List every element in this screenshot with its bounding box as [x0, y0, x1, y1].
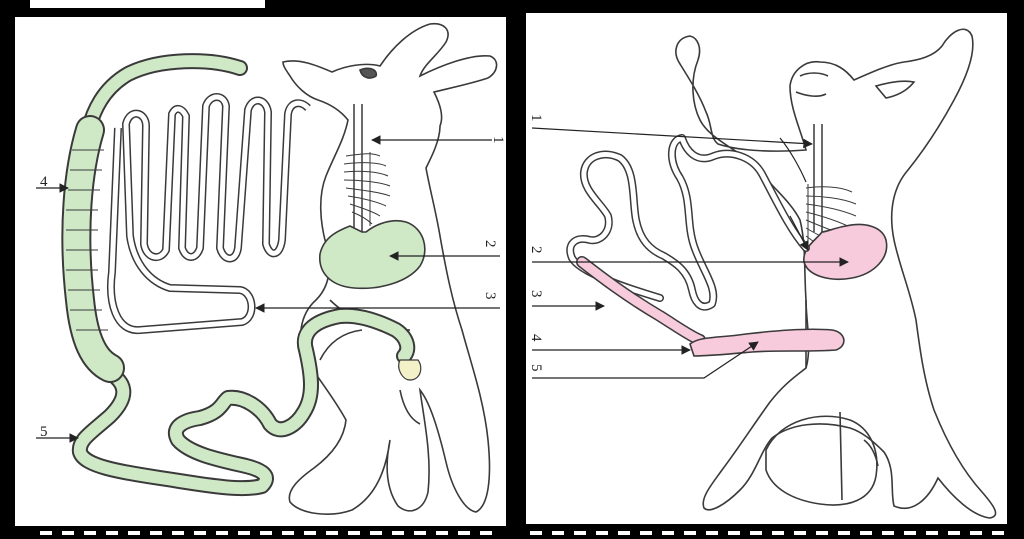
left-label-2: 2: [482, 240, 498, 248]
right-label-1: 1: [528, 114, 544, 122]
right-label-2: 2: [528, 246, 544, 254]
left-panel: 1 2 3 4 5: [14, 16, 507, 527]
left-label-4: 4: [40, 174, 48, 190]
top-tab: [30, 0, 265, 8]
left-label-1: 1: [490, 136, 506, 144]
right-label-5: 5: [528, 364, 544, 372]
right-panel: 1 2 3 4 5: [525, 12, 1008, 525]
left-label-3: 3: [482, 292, 498, 300]
left-label-5: 5: [40, 424, 48, 440]
right-label-3: 3: [528, 290, 544, 298]
right-label-4: 4: [528, 334, 544, 342]
